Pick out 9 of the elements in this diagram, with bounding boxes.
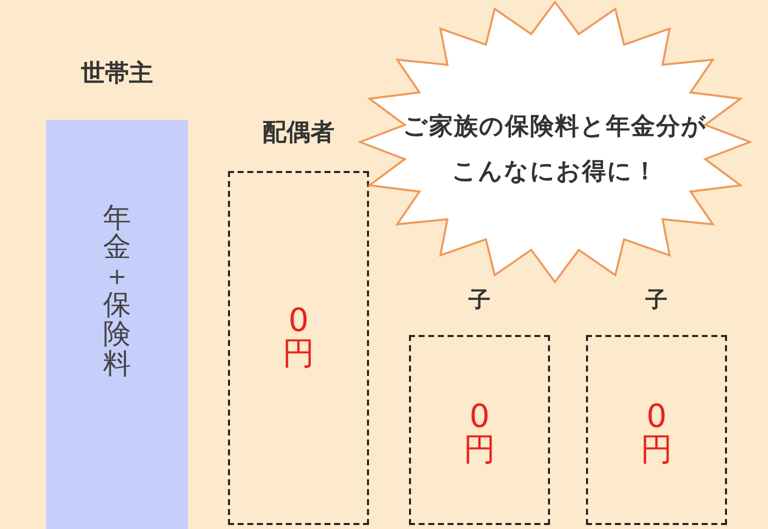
amount-label: 0円: [282, 304, 314, 370]
column-heading: 子: [468, 288, 490, 314]
column-heading: 世帯主: [81, 59, 153, 88]
column-heading: 子: [646, 288, 668, 314]
column-heading: 配偶者: [262, 118, 334, 147]
amount-label: 0円: [464, 400, 496, 466]
bar-label: 年金＋保険料: [103, 203, 131, 378]
amount-label: 0円: [640, 400, 672, 466]
callout-text: ご家族の保険料と年金分がこんなにお得に！: [402, 111, 708, 187]
